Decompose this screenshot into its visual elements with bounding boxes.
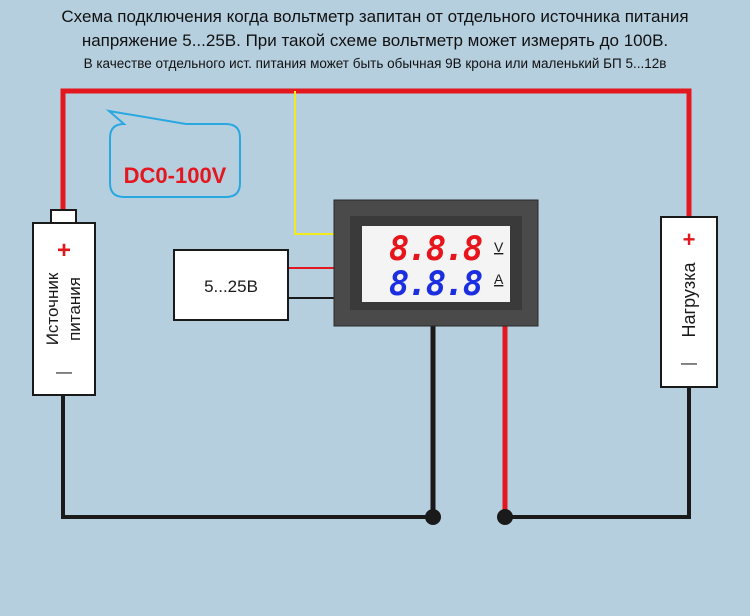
current-unit-label: A bbox=[494, 271, 504, 287]
title-line-2: напряжение 5...25В. При такой схеме воль… bbox=[81, 31, 669, 50]
junction-dot-left bbox=[425, 509, 441, 525]
voltage-digits: 8.8.8 bbox=[389, 229, 482, 269]
battery-body bbox=[32, 222, 96, 396]
voltage-unit-label: V bbox=[494, 239, 504, 255]
black-wire-bottom-right bbox=[505, 386, 691, 519]
callout-text: DC0-100V bbox=[124, 163, 227, 188]
source-label-line1: Источник bbox=[43, 272, 62, 345]
source-minus-sign: — bbox=[56, 364, 72, 381]
title-line-3: В качестве отдельного ист. питания может… bbox=[83, 56, 667, 71]
volt-amp-meter: 8.8.8 8.8.8 V A bbox=[333, 199, 539, 327]
black-wire-bottom-left bbox=[61, 396, 433, 519]
battery-terminal-cap bbox=[50, 209, 77, 225]
source-label-line2: питания bbox=[65, 277, 84, 341]
load-label: Нагрузка bbox=[679, 262, 699, 338]
callout-bubble: DC0-100V bbox=[105, 109, 241, 198]
load-minus-sign: — bbox=[681, 355, 697, 372]
current-digits: 8.8.8 bbox=[389, 264, 482, 304]
title-line-1: Схема подключения когда вольтметр запита… bbox=[61, 7, 689, 26]
power-source: + — Источник питания bbox=[32, 209, 96, 396]
load: + — Нагрузка bbox=[660, 216, 718, 388]
source-plus-sign: + bbox=[57, 237, 71, 264]
wires bbox=[60, 88, 692, 525]
red-wire-top bbox=[60, 88, 692, 220]
junction-dot-right bbox=[497, 509, 513, 525]
load-box bbox=[660, 216, 718, 388]
supply-box: 5...25В bbox=[173, 249, 289, 321]
supply-box-label: 5...25В bbox=[204, 277, 258, 296]
meter-display bbox=[362, 226, 510, 302]
yellow-wire bbox=[294, 91, 334, 235]
load-plus-sign: + bbox=[683, 227, 696, 252]
